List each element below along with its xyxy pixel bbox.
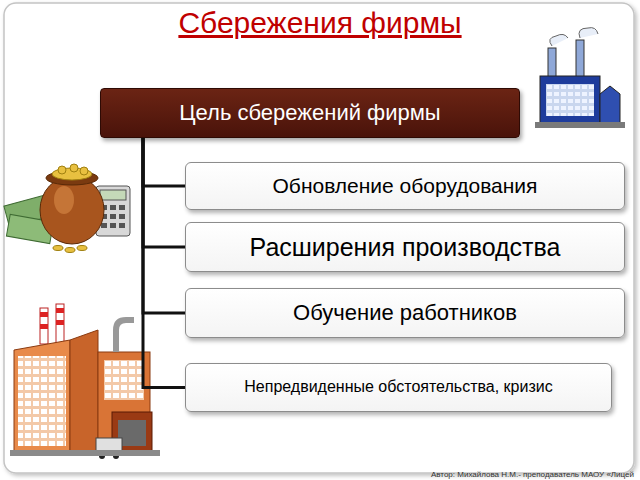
process-box: Непредвиденные обстоятельства, кризис [185, 363, 612, 412]
money-pot-icon [4, 164, 130, 253]
process-box: Расширения производства [185, 222, 625, 272]
author-note: Автор: Михайлова Н.М.- преподаватель МАО… [431, 470, 634, 479]
tree-connector [143, 138, 185, 313]
box-text: Обучение работников [293, 300, 517, 325]
header-box: Цель сбережений фирмы [100, 88, 520, 138]
box-text: Цель сбережений фирмы [179, 100, 440, 125]
box-text: Обновление оборудования [273, 174, 538, 198]
tree-connector [143, 138, 185, 388]
process-box: Обновление оборудования [185, 162, 625, 210]
process-box: Обучение работников [185, 288, 625, 338]
factory-icon [535, 28, 625, 128]
tree-connector [143, 138, 185, 247]
title: Сбережения фирмы [0, 6, 640, 40]
factory-building [10, 304, 160, 459]
tree-connector [143, 138, 185, 186]
box-text: Расширения производства [250, 233, 561, 262]
box-text: Непредвиденные обстоятельства, кризис [244, 378, 552, 396]
slide-frame [4, 3, 634, 473]
label-layer: Автор: Михайлова Н.М.- преподаватель МАО… [431, 470, 634, 479]
